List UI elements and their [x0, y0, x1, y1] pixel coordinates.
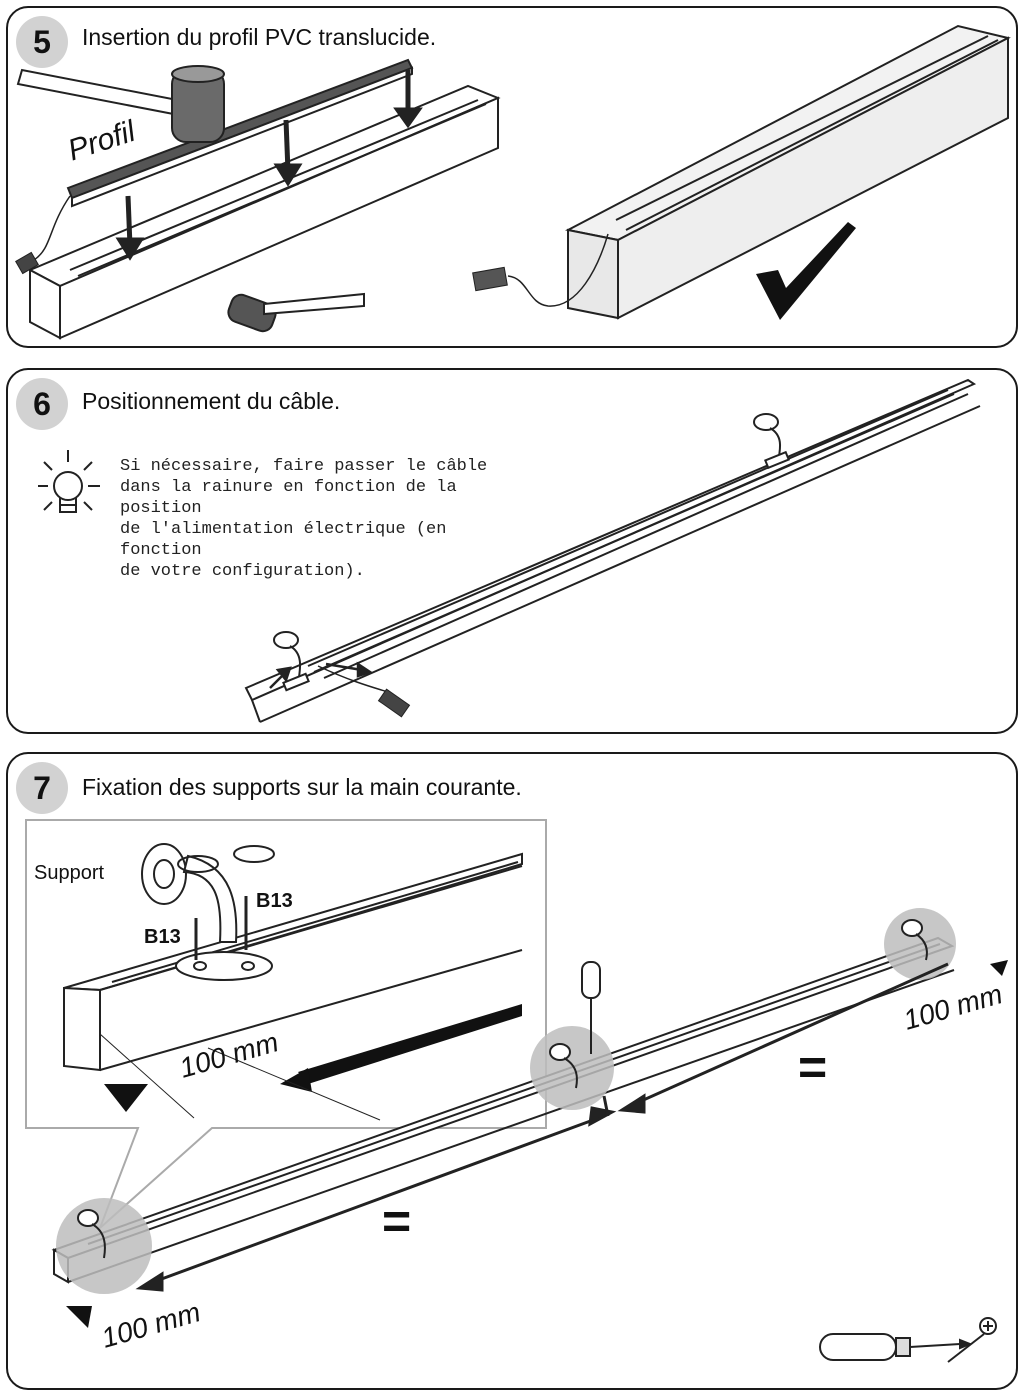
profil-strip: [66, 58, 414, 208]
step-7-illustration: [25, 819, 1008, 1363]
note-line: de votre configuration).: [120, 562, 365, 581]
support-bracket: [141, 843, 273, 981]
hammer-icon: [16, 65, 225, 143]
step-title: Insertion du profil PVC translucide.: [82, 24, 437, 50]
screw-label: B13: [256, 890, 293, 912]
step-6-illustration: [38, 378, 981, 723]
rotation-arrows: [177, 845, 275, 873]
note-line: Si nécessaire, faire passer le câble: [120, 457, 488, 476]
screw-label: B13: [144, 926, 181, 948]
step-number-badge: 5: [16, 16, 68, 68]
hammer-icon: [227, 292, 365, 333]
step-5-panel: 5 Insertion du profil PVC translucide.: [6, 6, 1018, 348]
note-line: dans la rainure en fonction de la positi…: [120, 478, 457, 518]
bracket: [753, 413, 790, 470]
step-5-illustration: [15, 24, 1011, 340]
step-number-badge: 6: [16, 378, 68, 430]
note-line: de l'alimentation électrique (en fonctio…: [120, 520, 447, 560]
handrail: [244, 378, 981, 723]
screw-icon: [194, 896, 248, 960]
step-title: Fixation des supports sur la main couran…: [82, 774, 522, 800]
equal-sign: =: [382, 1193, 412, 1249]
step-7-panel: 7 Fixation des supports sur la main cour…: [6, 752, 1018, 1390]
step-number-badge: 7: [16, 762, 68, 814]
inset-handrail: [63, 852, 523, 1072]
step-6-panel: 6 Positionnement du câble.: [6, 368, 1018, 734]
inset-arrow: [298, 1004, 522, 1084]
lightbulb-icon: [38, 450, 100, 513]
dimension-arrows: [135, 962, 949, 1292]
insertion-arrows: [115, 70, 423, 261]
support-label: Support: [34, 862, 105, 884]
screw-icon: [947, 1317, 997, 1363]
support-highlight: [530, 1026, 614, 1110]
step-title: Positionnement du câble.: [82, 388, 341, 414]
screwdriver-icon: [819, 1333, 973, 1361]
handrail-right: [565, 24, 1011, 320]
handrail-left: [27, 84, 501, 340]
equal-sign: =: [798, 1039, 828, 1095]
step-6-note: Si nécessaire, faire passer le câble dan…: [120, 456, 512, 582]
support-highlight: [884, 908, 956, 980]
checkmark-icon: [756, 222, 856, 320]
bracket: [273, 631, 310, 692]
screwdriver-icon: [581, 961, 601, 1054]
